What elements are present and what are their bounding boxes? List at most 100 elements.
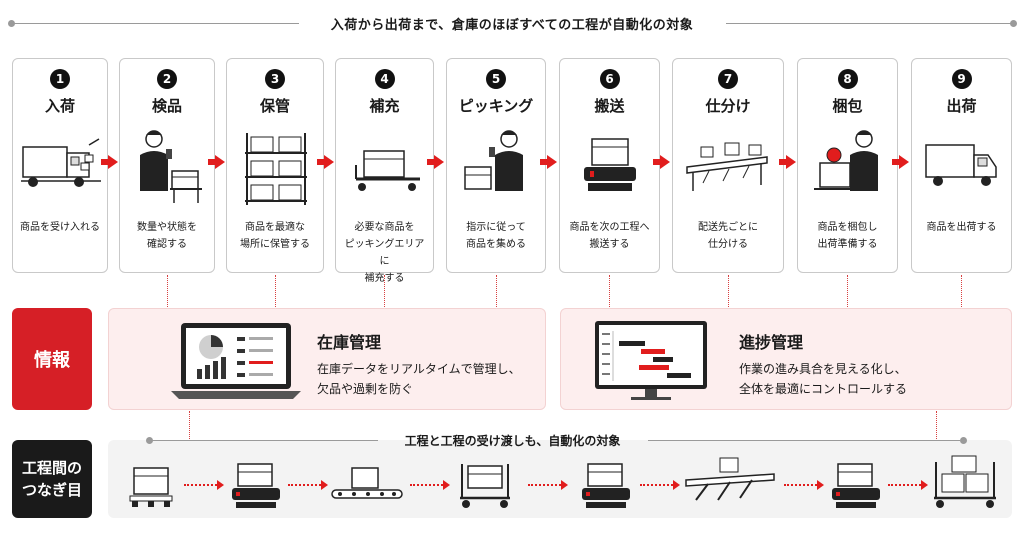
handoff-arrow — [184, 480, 224, 490]
cart-icon — [456, 454, 516, 514]
handoff-arrow — [410, 480, 450, 490]
worker-picking-icon — [453, 125, 539, 211]
step-number: 9 — [951, 69, 972, 89]
diagram-title-row: 入荷から出荷まで、倉庫のほぼすべての工程が自動化の対象 — [0, 12, 1024, 36]
step-title: 検品 — [151, 97, 182, 115]
step-title: 出荷 — [946, 97, 977, 115]
step-title: 仕分け — [705, 97, 751, 115]
step-number: 6 — [599, 69, 620, 89]
flow-arrow — [208, 155, 225, 169]
progress-description: 作業の進み具合を見える化し、 全体を最適にコントロールする — [739, 362, 908, 396]
cart-stack-icon — [930, 454, 1000, 514]
title-right-dot — [1010, 20, 1017, 27]
flow-arrow — [892, 155, 909, 169]
pallet-box-icon — [122, 454, 182, 514]
step-card-picking: 5 ピッキング 指示に従って 商品を集める — [446, 58, 546, 273]
flow-arrow — [779, 155, 796, 169]
step-number: 5 — [486, 69, 506, 89]
connector-line — [961, 275, 962, 307]
step-title: 梱包 — [832, 97, 863, 115]
step-card-shipping: 9 出荷 商品を出荷する — [911, 58, 1012, 273]
agv-robot-icon — [826, 454, 886, 514]
step-description: 数量や状態を 確認する — [137, 222, 197, 250]
step-card-storage: 3 保管 商品を最適な 場所に保管する — [226, 58, 324, 273]
flow-arrow — [540, 155, 557, 169]
title-right-line — [726, 23, 1014, 24]
flow-arrow — [653, 155, 670, 169]
step-description: 商品を最適な 場所に保管する — [240, 222, 310, 250]
step-description: 配送先ごとに 仕分ける — [698, 222, 758, 250]
step-card-arrival: 1 入荷 商品を受け入れる — [12, 58, 108, 273]
step-card-sorting: 7 仕分け 配送先ごとに 仕分ける — [672, 58, 784, 273]
step-description: 商品を次の工程へ 搬送する — [569, 222, 650, 250]
handoff-left-line — [152, 440, 378, 441]
connector-line — [496, 275, 497, 307]
progress-title: 進捗管理 — [739, 333, 804, 352]
step-number: 3 — [265, 69, 285, 89]
step-description: 商品を受け入れる — [20, 222, 100, 233]
step-card-replenish: 4 補充 必要な商品を ピッキングエリアに 補充する — [335, 58, 434, 284]
connector-line — [936, 411, 937, 439]
handoff-label: 工程間の つなぎ目 — [12, 440, 92, 518]
sorter-conveyor-icon — [679, 125, 777, 211]
truck-unloading-icon — [19, 125, 101, 211]
monitor-gantt-icon — [591, 319, 721, 403]
inventory-panel: 在庫管理 在庫データをリアルタイムで管理し、 欠品や過剰を防ぐ — [108, 308, 546, 410]
step-card-packing: 8 梱包 商品を梱包し 出荷準備する — [797, 58, 898, 273]
handoff-label-line1: 工程間の — [21, 459, 82, 477]
step-description: 商品を梱包し 出荷準備する — [817, 222, 878, 250]
step-title: 補充 — [369, 97, 400, 115]
step-number: 8 — [837, 69, 858, 89]
handoff-arrow — [640, 480, 680, 490]
step-title: ピッキング — [458, 97, 534, 115]
step-title: 入荷 — [44, 97, 75, 115]
worker-packing-icon — [804, 125, 891, 211]
flow-arrow — [427, 155, 444, 169]
connector-line — [275, 275, 276, 307]
step-card-transport: 6 搬送 商品を次の工程へ 搬送する — [559, 58, 660, 273]
step-title: 保管 — [259, 97, 290, 115]
cart-box-icon — [342, 125, 427, 211]
laptop-dashboard-icon — [171, 319, 301, 403]
handoff-title: 工程と工程の受け渡しも、自動化の対象 — [404, 434, 621, 448]
step-number: 1 — [50, 69, 70, 89]
step-description: 指示に従って 商品を集める — [466, 222, 526, 250]
conveyor-icon — [328, 454, 406, 514]
inventory-title: 在庫管理 — [317, 333, 382, 352]
truck-icon — [918, 125, 1005, 211]
worker-scanning-icon — [126, 125, 208, 211]
connector-line — [847, 275, 848, 307]
storage-rack-icon — [233, 125, 317, 211]
connector-line — [384, 275, 385, 307]
title-left-dot — [8, 20, 15, 27]
handoff-title-row: 工程と工程の受け渡しも、自動化の対象 — [0, 432, 1024, 450]
handoff-arrow — [288, 480, 328, 490]
handoff-arrow — [888, 480, 928, 490]
handoff-right-dot — [960, 437, 967, 444]
flow-arrow — [317, 155, 334, 169]
flow-arrow — [101, 155, 118, 169]
handoff-arrow — [784, 480, 824, 490]
handoff-label-line2: つなぎ目 — [21, 481, 82, 499]
info-label: 情報 — [12, 308, 92, 410]
connector-line — [728, 275, 729, 307]
connector-line — [167, 275, 168, 307]
handoff-arrow — [528, 480, 568, 490]
step-card-inspection: 2 検品 数量や状態を 確認する — [119, 58, 215, 273]
progress-panel: 進捗管理 作業の進み具合を見える化し、 全体を最適にコントロールする — [560, 308, 1012, 410]
connector-line — [189, 411, 190, 439]
step-title: 搬送 — [594, 97, 625, 115]
step-number: 7 — [718, 69, 738, 89]
agv-robot-icon — [226, 454, 286, 514]
diagram-title: 入荷から出荷まで、倉庫のほぼすべての工程が自動化の対象 — [330, 18, 694, 33]
title-left-line — [12, 23, 299, 24]
agv-robot-icon — [566, 125, 653, 211]
connector-line — [609, 275, 610, 307]
step-description: 商品を出荷する — [926, 222, 997, 233]
handoff-left-dot — [146, 437, 153, 444]
step-number: 4 — [374, 69, 395, 89]
inventory-description: 在庫データをリアルタイムで管理し、 欠品や過剰を防ぐ — [317, 362, 521, 396]
step-number: 2 — [157, 69, 177, 89]
handoff-right-line — [648, 440, 960, 441]
sorter-icon — [682, 454, 778, 514]
